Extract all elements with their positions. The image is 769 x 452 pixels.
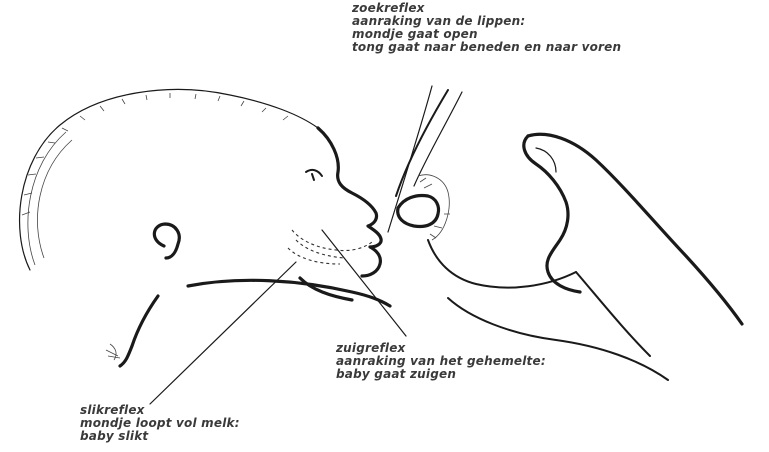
- baby-face-profile: [318, 128, 381, 276]
- baby-head: [20, 89, 318, 270]
- annotation-rooting-reflex: zoekreflex aanraking van de lippen: mond…: [352, 2, 621, 54]
- annotation-sucking-reflex: zuigreflex aanraking van het gehemelte: …: [336, 342, 546, 381]
- baby-ear: [154, 224, 179, 258]
- annotation-sucking-line-2: baby gaat zuigen: [336, 368, 546, 381]
- baby-neck: [188, 280, 390, 306]
- annotation-rooting-line-3: tong gaat naar beneden en naar voren: [352, 41, 621, 54]
- baby-mouth-dotted: [288, 230, 372, 264]
- baby-hand-sketch: [106, 344, 120, 360]
- annotation-swallowing-line-2: baby slikt: [80, 430, 240, 443]
- baby-eye: [306, 170, 322, 180]
- annotation-swallowing-reflex: slikreflex mondje loopt vol melk: baby s…: [80, 404, 240, 443]
- baby-shoulder: [120, 296, 158, 366]
